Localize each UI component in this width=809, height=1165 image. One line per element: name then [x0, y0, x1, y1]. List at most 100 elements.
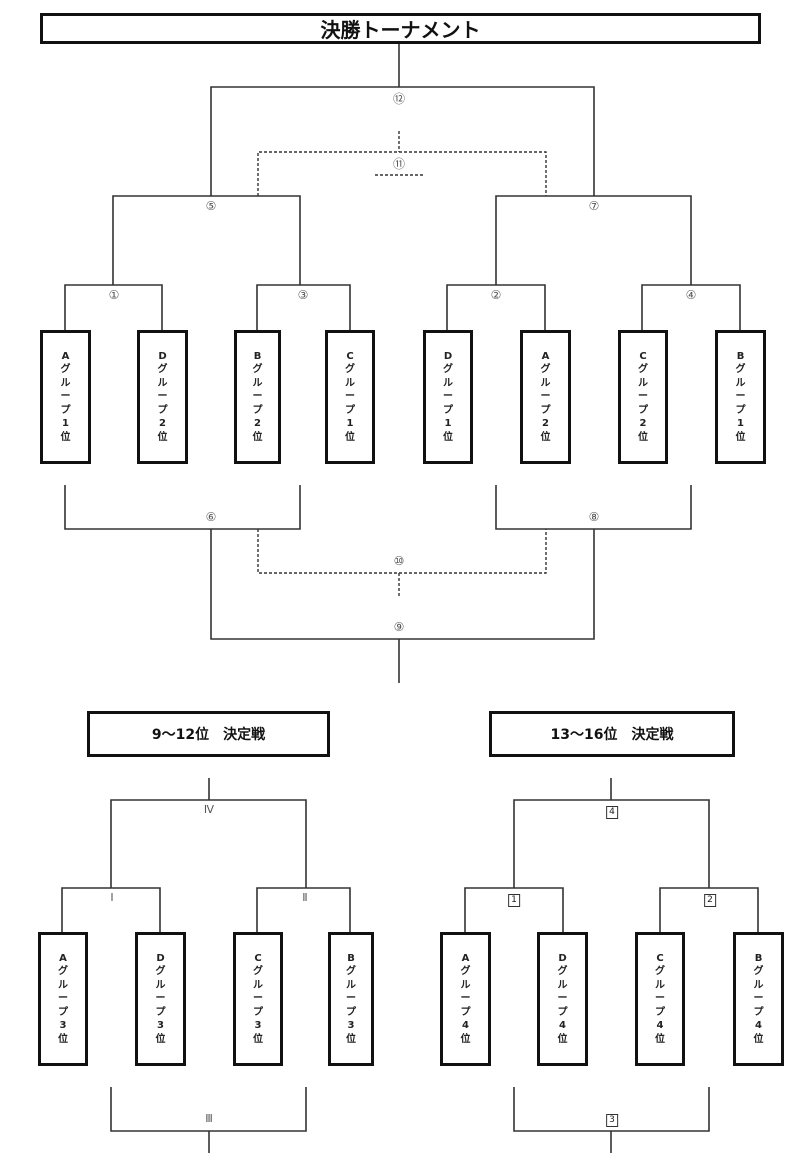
match-label-6: ⑥: [205, 510, 217, 524]
team-label-char: ル: [253, 979, 263, 991]
team-label-char: グ: [157, 364, 168, 376]
lr-match-label-2: 2: [704, 894, 716, 907]
team-label-char: ル: [155, 979, 166, 991]
team-label-char: 4: [559, 1020, 566, 1032]
lr-match-label-4: 4: [606, 806, 618, 819]
team-label-char: ー: [443, 391, 453, 403]
match-10-bracket: [257, 529, 547, 574]
team-label-char: B: [754, 952, 763, 964]
team-label-char: B: [253, 350, 262, 362]
team-label-char: 3: [347, 1020, 355, 1032]
team-label-char: D: [558, 952, 567, 964]
team-label-char: A: [61, 350, 70, 362]
team-label-char: プ: [345, 404, 355, 416]
team-label-char: 位: [460, 1033, 471, 1045]
team-label-char: 位: [753, 1033, 764, 1045]
team-label-char: ル: [753, 979, 764, 991]
team-label-char: グ: [655, 966, 665, 978]
match-label-10: ⑩: [393, 554, 405, 568]
team-label-char: 3: [157, 1020, 164, 1032]
lr-match-2-bracket: [659, 887, 759, 932]
match-3-bracket: [256, 284, 351, 330]
ll-match-label-2: Ⅱ: [302, 891, 308, 904]
match-label-2: ②: [490, 288, 502, 302]
ll-match-1-bracket: [61, 887, 161, 932]
match-11-bracket: [257, 151, 547, 196]
main-title: 決勝トーナメント: [40, 13, 761, 44]
team-label-char: 2: [542, 418, 549, 430]
team-label-char: 位: [735, 431, 746, 443]
team-label-char: 位: [443, 431, 453, 443]
team-label-char: ル: [252, 377, 263, 389]
team-label-char: プ: [252, 404, 263, 416]
match-label-12: ⑫: [392, 92, 406, 106]
match-6-bracket: [64, 485, 301, 530]
match-2-bracket: [446, 284, 546, 330]
team-label-char: 2: [254, 418, 261, 430]
team-label-char: 4: [462, 1020, 469, 1032]
team-label-char: グ: [58, 966, 68, 978]
match-12-bracket: [210, 86, 595, 196]
lr-match-label-3: 3: [606, 1114, 618, 1127]
team-label-char: ー: [735, 391, 746, 403]
team-label-char: グ: [557, 966, 568, 978]
team-label-char: プ: [460, 1006, 471, 1018]
team-label-char: 1: [737, 418, 744, 430]
team-label-char: 3: [254, 1020, 262, 1032]
match-label-7: ⑦: [588, 199, 600, 213]
main-title-text: 決勝トーナメント: [320, 18, 481, 42]
match-5-bracket: [112, 195, 301, 285]
team-label-char: 1: [346, 418, 354, 430]
team-label-char: ー: [252, 391, 263, 403]
team-label-char: グ: [253, 966, 263, 978]
ll-match-4-bracket: [110, 799, 307, 888]
team-label-char: グ: [155, 966, 166, 978]
team-label-char: D: [443, 350, 453, 362]
team-label-char: ル: [655, 979, 665, 991]
ll-match-label-1: Ⅰ: [110, 891, 114, 904]
team-label-char: プ: [58, 1006, 68, 1018]
team-label-char: C: [639, 350, 647, 362]
team-label-char: グ: [60, 364, 71, 376]
team-label-char: プ: [60, 404, 71, 416]
team-label-char: ル: [157, 377, 168, 389]
team-label-char: A: [461, 952, 470, 964]
lr-match-4-bracket: [513, 799, 710, 888]
team-label-char: プ: [157, 404, 168, 416]
team-label-char: C: [656, 952, 664, 964]
team-label-char: ー: [753, 993, 764, 1005]
team-label-char: ル: [443, 377, 453, 389]
match-label-9: ⑨: [393, 620, 405, 634]
match-1-bracket: [64, 284, 163, 330]
match-label-5: ⑤: [205, 199, 217, 213]
team-label-char: D: [156, 952, 165, 964]
team-label-char: 位: [58, 1033, 68, 1045]
lr-match-1-bracket: [464, 887, 564, 932]
ll-match-label-4: Ⅳ: [203, 803, 215, 816]
team-label-char: B: [736, 350, 745, 362]
team-label-char: 位: [155, 1033, 166, 1045]
team-label-char: プ: [346, 1006, 356, 1018]
team-label-char: ー: [345, 391, 355, 403]
team-label-char: 位: [60, 431, 71, 443]
team-label-char: プ: [638, 404, 648, 416]
team-label-char: ル: [460, 979, 471, 991]
placement-9-12-title: 9〜12位 決定戦: [87, 711, 330, 757]
team-label-char: ー: [155, 993, 166, 1005]
team-label-char: D: [158, 350, 167, 362]
placement-13-16-title-text: 13〜16位 決定戦: [550, 727, 674, 743]
team-label-char: 3: [59, 1020, 67, 1032]
team-label-char: 位: [253, 1033, 263, 1045]
